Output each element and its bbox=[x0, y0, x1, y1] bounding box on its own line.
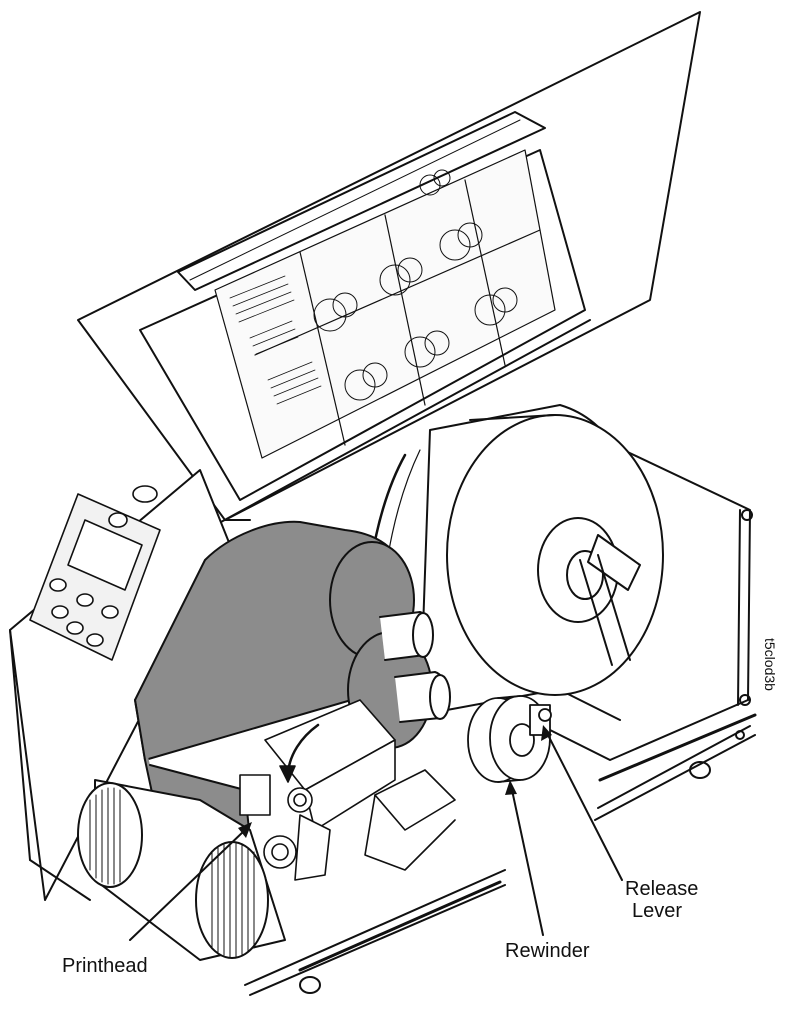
rewinder-spindle bbox=[467, 695, 552, 783]
control-panel bbox=[29, 485, 161, 661]
printhead-label: Printhead bbox=[62, 955, 148, 977]
rewinder-label: Rewinder bbox=[505, 940, 590, 962]
loading-instruction-decal bbox=[214, 149, 556, 459]
release-lever-label-line2: Lever bbox=[632, 900, 683, 922]
release-lever-label-line1: Release bbox=[625, 878, 699, 900]
media-roll bbox=[360, 404, 664, 716]
platen-roller bbox=[77, 779, 286, 961]
figure-id: t5clod3b bbox=[762, 638, 778, 691]
callout-leaders bbox=[129, 734, 623, 941]
printhead-assembly bbox=[239, 699, 456, 881]
callout-arrowheads bbox=[238, 725, 552, 838]
